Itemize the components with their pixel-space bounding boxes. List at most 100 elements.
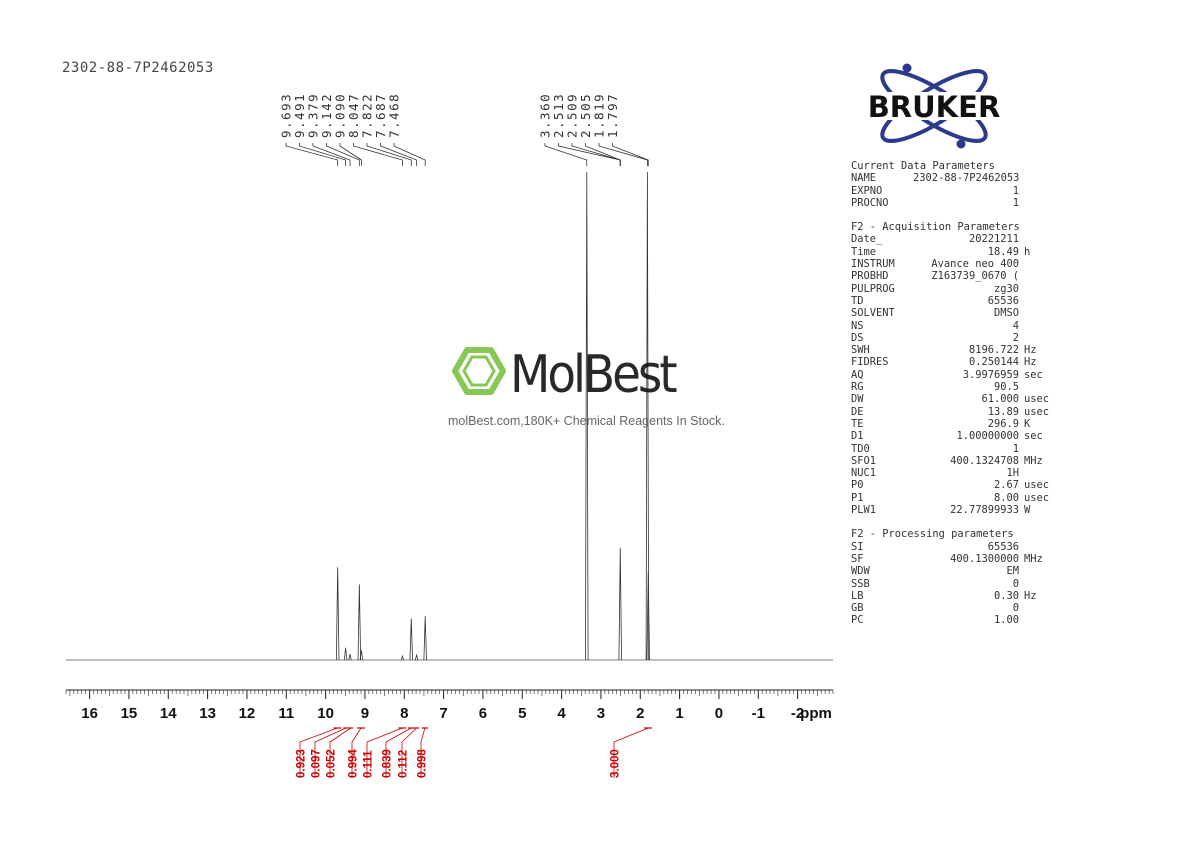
param-unit: usec	[1024, 479, 1050, 492]
integral-connector	[351, 727, 362, 778]
peak-label-connector	[312, 143, 351, 166]
param-unit: h	[1024, 245, 1031, 258]
integral-value: 0.994	[348, 749, 360, 778]
param-key: Date_	[851, 233, 883, 246]
peak-label-connector	[285, 143, 339, 166]
param-unit: Hz	[1024, 356, 1037, 369]
peak-label: 9.693	[279, 93, 294, 138]
param-key: SF	[851, 552, 864, 565]
param-unit: usec	[1024, 393, 1050, 406]
param-key: PC	[851, 614, 864, 627]
spectrum-peak	[348, 654, 352, 661]
electron-dot	[956, 139, 966, 149]
param-key: FIDRES	[851, 356, 889, 369]
param-value: 8.00	[993, 491, 1019, 504]
param-key: SFO1	[851, 454, 877, 467]
peak-label-connector	[299, 143, 347, 166]
param-value: 13.89	[987, 405, 1019, 418]
param-value: 2.67	[993, 479, 1019, 492]
benzene-icon	[452, 347, 506, 395]
param-key: LB	[851, 589, 864, 602]
param-unit	[1019, 283, 1024, 295]
param-value: 8196.722	[968, 344, 1019, 357]
param-unit	[1019, 295, 1024, 307]
param-unit	[1019, 467, 1024, 479]
param-unit	[1019, 233, 1024, 245]
x-tick-label: 12	[239, 705, 256, 722]
param-value: 4	[1012, 319, 1019, 332]
param-unit: Hz	[1024, 589, 1037, 602]
integral-value: 0.923	[296, 749, 308, 778]
param-key: WDW	[851, 565, 870, 578]
param-value: 65536	[987, 540, 1019, 553]
x-tick-label: 3	[597, 705, 605, 722]
integral-connector	[299, 727, 338, 778]
molbest-watermark: MolBest	[440, 338, 750, 413]
integral-value: 0.111	[363, 750, 375, 778]
spectrum-peak	[585, 171, 589, 661]
x-tick-label: 5	[518, 705, 526, 722]
x-tick-label: 10	[317, 705, 334, 722]
param-unit: Hz	[1024, 344, 1037, 357]
param-key: AQ	[851, 368, 864, 381]
param-unit	[1019, 185, 1024, 197]
integral-value: 0.052	[326, 749, 338, 778]
param-unit	[1019, 172, 1024, 184]
param-unit	[1019, 307, 1024, 319]
param-value: 20221211	[968, 233, 1019, 246]
param-value: 1	[1012, 442, 1019, 455]
spectrum-title: 2302-88-7P2462053	[62, 60, 214, 76]
x-tick-label: 4	[557, 705, 566, 722]
integral-connector	[366, 727, 403, 778]
param-key: Time	[851, 245, 877, 258]
x-tick-label: 6	[479, 705, 487, 722]
bruker-logo-text: BRUKER	[868, 90, 1001, 124]
spectrum-peak	[400, 654, 405, 661]
integral-connector	[613, 727, 649, 778]
param-unit	[1019, 381, 1024, 393]
param-value: DMSO	[993, 307, 1019, 320]
param-value: Avance neo 400	[931, 258, 1019, 271]
bruker-logo: BRUKER	[850, 63, 1017, 149]
param-key: TD	[851, 294, 864, 307]
peak-label: 8.047	[346, 93, 361, 138]
param-key: P0	[851, 479, 864, 492]
molbest-logo: MolBest	[452, 345, 680, 405]
peak-label: 3.360	[538, 93, 553, 138]
param-value: 1	[1012, 196, 1019, 209]
param-value: 61.000	[981, 393, 1019, 406]
spectrum-peak	[357, 584, 362, 661]
x-tick-label: 2	[636, 705, 644, 722]
integral-connector	[420, 727, 426, 778]
param-value: 400.1324708	[950, 454, 1019, 467]
peak-label-connector	[612, 143, 649, 166]
param-unit: usec	[1024, 405, 1050, 418]
spectrum-peak	[335, 567, 340, 661]
peak-label-connector	[366, 143, 412, 166]
peak-label-connector	[380, 143, 417, 166]
param-key: GB	[851, 602, 864, 615]
peak-label: 9.379	[306, 93, 321, 138]
peak-label: 9.142	[319, 93, 334, 138]
electron-dot	[902, 63, 912, 73]
x-tick-label: 13	[199, 705, 216, 722]
x-tick-label: 16	[81, 705, 98, 722]
peak-label-connector	[339, 143, 362, 166]
param-key: SOLVENT	[851, 307, 895, 320]
integral-value: 0.097	[311, 749, 323, 778]
param-row: Date_ 20221211	[851, 233, 1071, 245]
peak-label-connector	[544, 143, 588, 166]
param-unit	[1019, 443, 1024, 455]
param-unit	[1019, 270, 1024, 282]
param-unit: MHz	[1024, 552, 1043, 565]
integral-value: 0.839	[382, 749, 394, 778]
